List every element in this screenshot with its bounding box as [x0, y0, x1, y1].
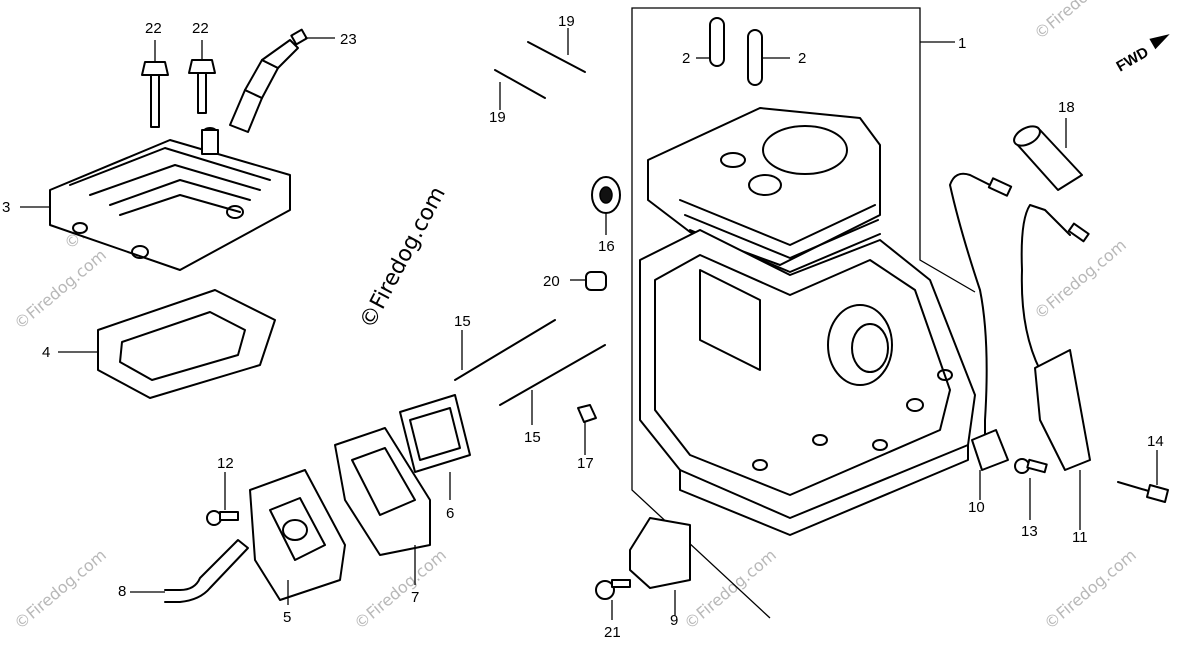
intake-gaskets: [249, 394, 471, 605]
watermark: ©Firedog.com: [10, 245, 109, 333]
callout-11: 11: [1072, 529, 1088, 546]
callout-18: 18: [1058, 99, 1075, 116]
callout-9: 9: [670, 612, 678, 629]
bracket-bolt: [595, 579, 631, 620]
callout-21: 21: [604, 624, 621, 641]
watermark: ©Firedog.com: [680, 545, 779, 633]
callout-2a: 2: [682, 50, 690, 67]
callout-10: 10: [968, 499, 985, 516]
small-bolt: [206, 472, 239, 526]
watermark: ©Firedog.com: [350, 545, 449, 633]
callout-6: 6: [446, 505, 454, 522]
callout-5: 5: [283, 609, 291, 626]
callout-3: 3: [2, 199, 10, 216]
spark-plug: [229, 28, 335, 133]
fwd-arrow-icon: FWD: [1114, 34, 1170, 76]
callout-22b: 22: [192, 20, 209, 37]
callout-16: 16: [598, 238, 615, 255]
callout-1: 1: [958, 35, 966, 52]
callout-15b: 15: [524, 429, 541, 446]
callout-12: 12: [217, 455, 234, 472]
callout-13: 13: [1021, 523, 1038, 540]
callout-4: 4: [42, 344, 50, 361]
short-studs: [494, 28, 586, 110]
callout-14: 14: [1147, 433, 1164, 450]
watermark: ©Firedog.com: [1030, 235, 1129, 323]
dowel-pins: [696, 17, 790, 86]
watermark: ©Firedog.com: [10, 545, 109, 633]
long-studs: [454, 319, 606, 425]
watermark: ©Firedog.com: [1030, 0, 1129, 43]
oil-seal: [591, 176, 621, 235]
fwd-label: FWD: [1114, 44, 1152, 76]
coil-bolts: [1014, 450, 1169, 520]
callout-7: 7: [411, 589, 419, 606]
callout-2b: 2: [798, 50, 806, 67]
breather-tube: [130, 539, 249, 603]
callout-15a: 15: [454, 313, 471, 330]
nut: [577, 404, 597, 455]
cylinder-head-cover: [20, 127, 291, 271]
callout-8: 8: [118, 583, 126, 600]
bracket: [629, 517, 691, 615]
watermark-center: ©Firedog.com: [355, 183, 451, 333]
sleeve: [1013, 118, 1083, 191]
callout-22a: 22: [145, 20, 162, 37]
callout-17: 17: [577, 455, 594, 472]
callout-19a: 19: [558, 13, 575, 30]
callout-19b: 19: [489, 109, 506, 126]
small-pin: [570, 271, 607, 291]
crankcase-block: [631, 7, 976, 619]
head-bolts: [141, 40, 216, 128]
ignition-wiring: [949, 172, 1091, 530]
callout-20: 20: [543, 273, 560, 290]
head-gasket: [58, 289, 276, 399]
callout-23: 23: [340, 31, 357, 48]
watermark: ©Firedog.com: [1040, 545, 1139, 633]
callout-labels: 1 2 2 3 4 5 6 7 8 9 10 11 12 13 14 15 15…: [2, 13, 1164, 641]
